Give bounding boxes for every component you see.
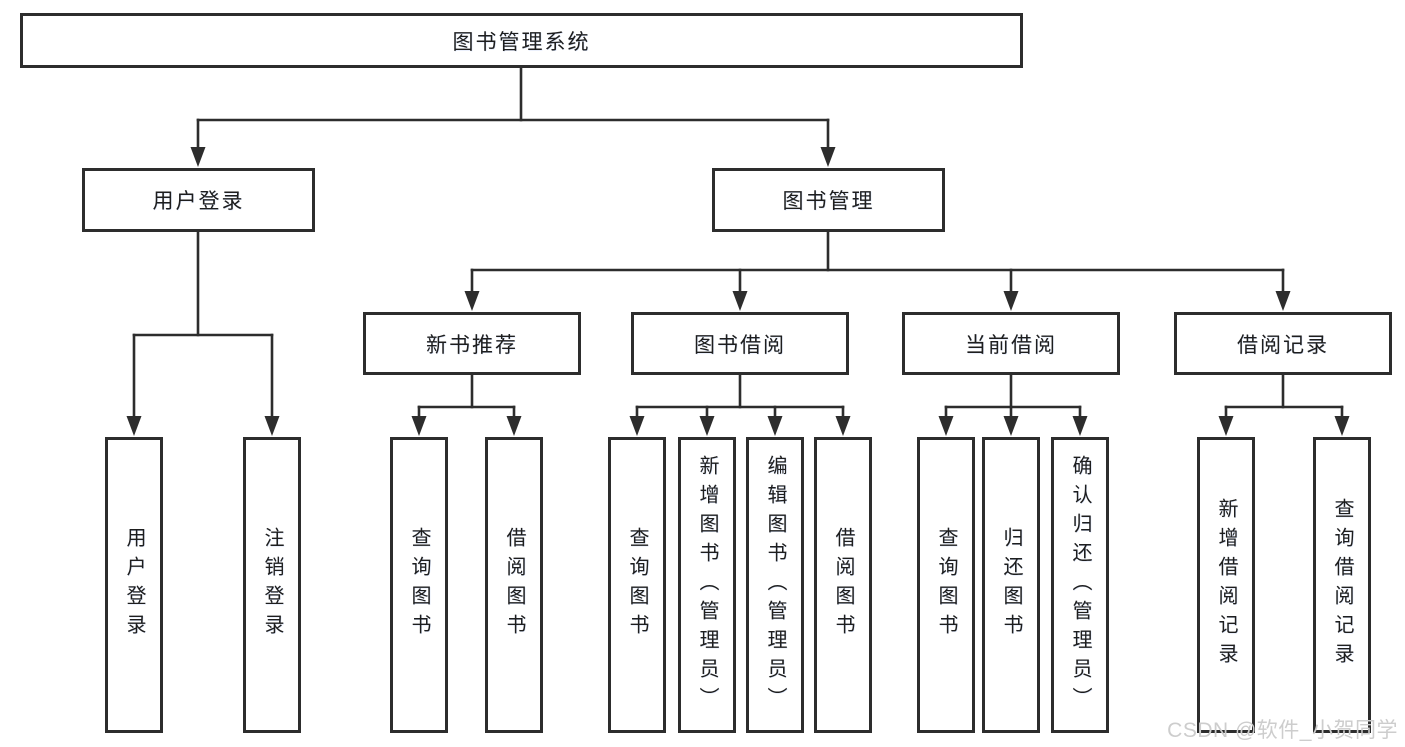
node-user-login: 用户登录: [82, 168, 315, 232]
leaf-label: 用户登录: [123, 527, 145, 643]
leaf-label: 查询借阅记录: [1331, 498, 1353, 672]
leaf-label: 查询图书: [935, 527, 957, 643]
node-borrowing-records: 借阅记录: [1174, 312, 1392, 375]
leaf-label: 查询图书: [626, 527, 648, 643]
node-new-book-recommend: 新书推荐: [363, 312, 581, 375]
connector-records-to-leaves: [1218, 373, 1350, 436]
leaf-user-login: 用户登录: [105, 437, 163, 733]
leaf-query-books-recommend: 查询图书: [390, 437, 448, 733]
leaf-label: 新增借阅记录: [1215, 498, 1237, 672]
connector-borrowing-to-leaves: [629, 373, 851, 436]
leaf-edit-book-admin: 编辑图书（管理员）: [746, 437, 804, 733]
leaf-label: 确认归还（管理员）: [1069, 454, 1091, 716]
connector-userlogin-to-leaves: [126, 230, 280, 436]
leaf-add-book-admin: 新增图书（管理员）: [678, 437, 736, 733]
leaf-borrow-books-recommend: 借阅图书: [485, 437, 543, 733]
leaf-label: 借阅图书: [832, 527, 854, 643]
leaf-confirm-return-admin: 确认归还（管理员）: [1051, 437, 1109, 733]
node-root-system: 图书管理系统: [20, 13, 1023, 68]
node-book-management: 图书管理: [712, 168, 945, 232]
node-current-borrowing: 当前借阅: [902, 312, 1120, 375]
leaf-label: 归还图书: [1000, 527, 1022, 643]
leaf-query-borrow-record: 查询借阅记录: [1313, 437, 1371, 733]
csdn-watermark: CSDN @软件_小贺同学: [1167, 719, 1398, 742]
leaf-query-books-borrowing: 查询图书: [608, 437, 666, 733]
leaf-label: 注销登录: [261, 527, 283, 643]
connector-current-to-leaves: [938, 373, 1088, 436]
leaf-logout: 注销登录: [243, 437, 301, 733]
connector-root-to-level2: [190, 66, 836, 167]
leaf-add-borrow-record: 新增借阅记录: [1197, 437, 1255, 733]
node-book-borrowing: 图书借阅: [631, 312, 849, 375]
leaf-label: 借阅图书: [503, 527, 525, 643]
leaf-label: 编辑图书（管理员）: [764, 454, 786, 716]
leaf-label: 新增图书（管理员）: [696, 454, 718, 716]
leaf-query-books-current: 查询图书: [917, 437, 975, 733]
leaf-return-books: 归还图书: [982, 437, 1040, 733]
leaf-borrow-books-borrowing: 借阅图书: [814, 437, 872, 733]
connector-newbook-to-leaves: [411, 373, 522, 436]
leaf-label: 查询图书: [408, 527, 430, 643]
connector-bookmgmt-to-level3: [464, 230, 1291, 311]
